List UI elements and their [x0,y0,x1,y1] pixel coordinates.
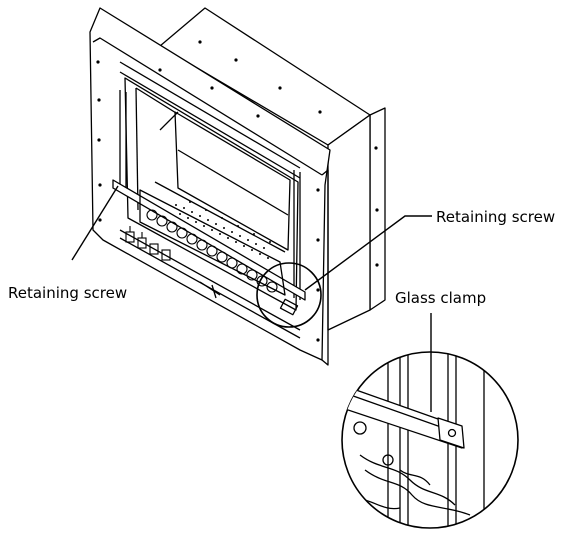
label-retaining-screw-right: Retaining screw [436,208,555,226]
firebox-body [89,7,386,366]
control-valves [125,226,171,261]
label-glass-clamp: Glass clamp [395,289,486,307]
detail-magnifier [341,351,519,529]
mounting-holes [96,40,379,342]
callout-circle [256,262,322,328]
burner-ports [146,209,278,293]
ember-bed [175,201,271,259]
leader-line-retaining-screw-left [71,185,119,261]
label-retaining-screw-left: Retaining screw [8,284,127,302]
leader-line-retaining-screw-right [304,215,432,291]
